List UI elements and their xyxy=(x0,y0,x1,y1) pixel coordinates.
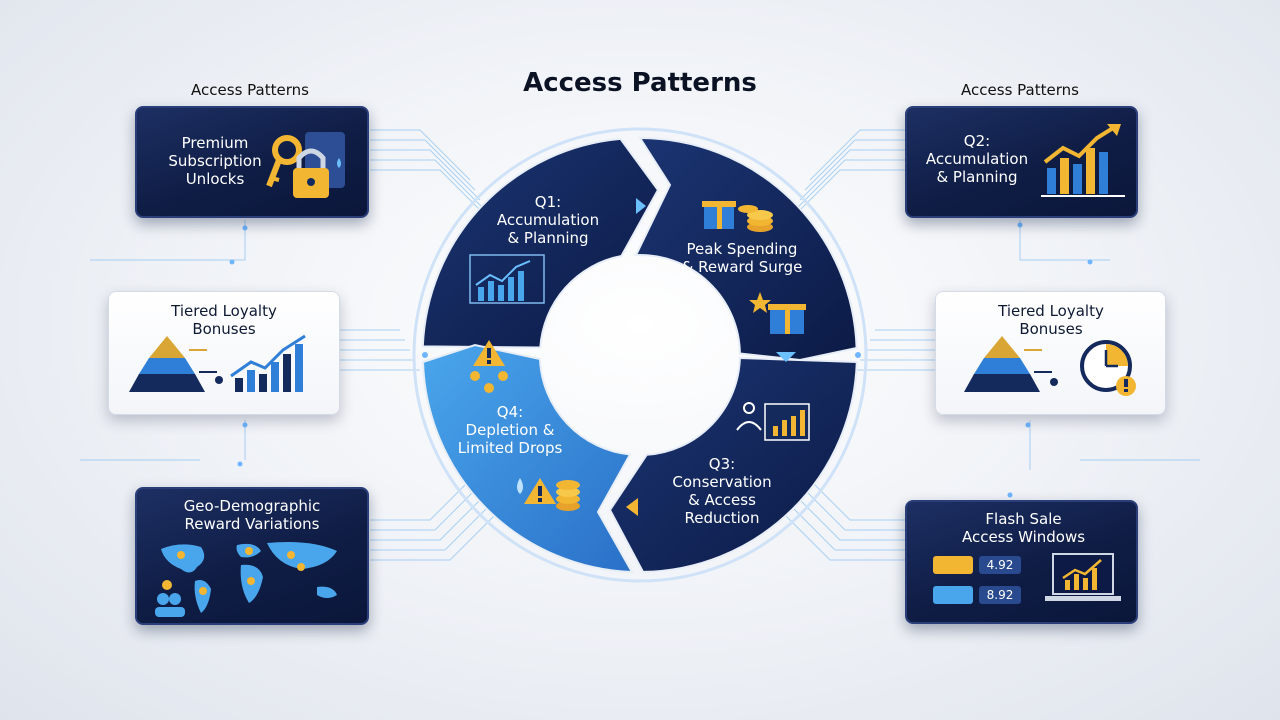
rising-bar-chart-icon xyxy=(1041,124,1125,197)
flash-tile-2-value: 8.92 xyxy=(979,586,1021,604)
gift-star-icon xyxy=(749,292,806,334)
pyramid-growth-icon xyxy=(129,334,306,392)
card-tiered-left-label: Tiered Loyalty Bonuses xyxy=(171,302,277,338)
card-tiered-loyalty-left[interactable]: Tiered Loyalty Bonuses xyxy=(108,291,340,415)
arrow-q3-icon xyxy=(626,498,638,516)
drop-warning-coins-icon xyxy=(517,478,580,511)
warning-coins-icon xyxy=(470,340,508,393)
segment-peak-label: Peak Spending & Reward Surge xyxy=(681,240,803,276)
key-lock-icon xyxy=(266,132,345,198)
flash-tile-2-icon xyxy=(933,586,973,604)
card-q2-label: Q2: Accumulation & Planning xyxy=(925,132,1029,186)
right-header-label: Access Patterns xyxy=(961,81,1079,99)
arrow-q1-icon xyxy=(636,198,646,214)
flash-tile-1-icon xyxy=(933,556,973,574)
card-flash-label: Flash Sale Access Windows xyxy=(961,510,1086,546)
card-q2-accumulation[interactable]: Q2: Accumulation & Planning xyxy=(905,106,1138,218)
left-header-label: Access Patterns xyxy=(191,81,309,99)
flash-tile-1-value: 4.92 xyxy=(979,556,1021,574)
laptop-chart-icon xyxy=(1045,553,1121,601)
pyramid-clock-icon xyxy=(964,336,1136,396)
gift-coins-icon xyxy=(702,201,773,232)
arrow-peak-icon xyxy=(776,352,796,362)
card-premium-label: Premium Subscription Unlocks xyxy=(168,134,262,188)
segment-q4 xyxy=(421,343,634,574)
card-flash-sale[interactable]: Flash Sale Access Windows 4.92 8.92 xyxy=(905,500,1138,624)
q1-chart-icon xyxy=(469,254,545,304)
person-chart-icon xyxy=(736,402,810,441)
page-title: Access Patterns xyxy=(523,68,757,98)
card-premium-subscription[interactable]: Premium Subscription Unlocks xyxy=(135,106,369,218)
segment-q1-label: Q1: Accumulation & Planning xyxy=(496,193,600,247)
world-map-icon xyxy=(155,542,337,617)
card-tiered-loyalty-right[interactable]: Tiered Loyalty Bonuses xyxy=(935,291,1166,415)
segment-q3-label: Q3: Conservation & Access Reduction xyxy=(672,455,772,527)
card-tiered-right-label: Tiered Loyalty Bonuses xyxy=(998,302,1104,338)
card-geo-demographic[interactable]: Geo-Demographic Reward Variations xyxy=(135,487,369,625)
segment-q4-label: Q4: Depletion & Limited Drops xyxy=(457,403,563,457)
card-geo-label: Geo-Demographic Reward Variations xyxy=(183,497,321,533)
